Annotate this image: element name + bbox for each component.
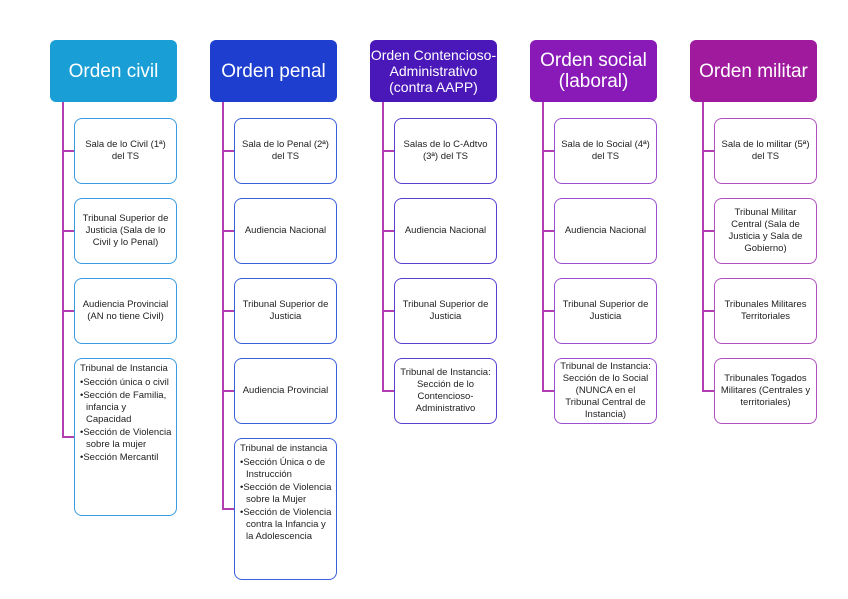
- connector-branch: [542, 230, 554, 232]
- court-label: Salas de lo C-Adtvo (3ª) del TS: [403, 139, 488, 162]
- court-title: Tribunal de instancia: [240, 443, 328, 454]
- connector-branch: [62, 150, 74, 152]
- connector-branch: [382, 230, 394, 232]
- header-militar: Orden militar: [690, 40, 817, 102]
- court-label: Tribunales Militares Territoriales: [724, 299, 807, 322]
- court-label: Audiencia Nacional: [244, 225, 327, 236]
- court-title: Tribunal de Instancia: [80, 363, 168, 374]
- court-box: Sala de lo Penal (2ª) del TS: [234, 118, 337, 184]
- connector-branch: [542, 310, 554, 312]
- header-penal: Orden penal: [210, 40, 337, 102]
- connector-branch: [702, 310, 714, 312]
- connector-branch: [542, 150, 554, 152]
- court-box: Audiencia Provincial: [234, 358, 337, 424]
- section-item: Sección de Violencia sobre la mujer: [80, 427, 172, 451]
- court-box: Tribunal Superior de Justicia (Sala de l…: [74, 198, 177, 264]
- connector-branch: [62, 310, 74, 312]
- section-item: Sección Única o de Instrucción: [240, 457, 332, 481]
- court-label: Tribunal Militar Central (Sala de Justic…: [728, 207, 803, 254]
- connector-branch: [702, 390, 714, 392]
- connector-trunk: [702, 102, 704, 392]
- connector-branch: [222, 150, 234, 152]
- connector-branch: [542, 390, 554, 392]
- connector-branch: [222, 508, 234, 510]
- court-box: Tribunales Militares Territoriales: [714, 278, 817, 344]
- connector-trunk: [542, 102, 544, 392]
- connector-branch: [702, 230, 714, 232]
- section-item: Sección Mercantil: [80, 452, 172, 464]
- court-label: Tribunal de Instancia: Sección de lo Con…: [400, 367, 491, 414]
- court-label: Tribunal de Instancia: Sección de lo Soc…: [560, 361, 651, 420]
- court-box: Sala de lo Social (4ª) del TS: [554, 118, 657, 184]
- connector-trunk: [62, 102, 64, 438]
- court-label: Tribunal Superior de Justicia: [242, 299, 329, 322]
- court-label: Tribunal Superior de Justicia: [402, 299, 489, 322]
- section-list: Sección Única o de InstrucciónSección de…: [240, 457, 332, 543]
- court-label: Audiencia Provincial (AN no tiene Civil): [82, 299, 169, 322]
- connector-branch: [382, 390, 394, 392]
- court-label: Tribunal Superior de Justicia (Sala de l…: [82, 213, 169, 248]
- court-box: Salas de lo C-Adtvo (3ª) del TS: [394, 118, 497, 184]
- court-label: Sala de lo Social (4ª) del TS: [561, 139, 650, 162]
- connector-branch: [382, 150, 394, 152]
- court-box: Audiencia Nacional: [234, 198, 337, 264]
- court-box: Tribunal de Instancia: Sección de lo Soc…: [554, 358, 657, 424]
- connector-branch: [62, 436, 74, 438]
- section-item: Sección de Violencia sobre la Mujer: [240, 482, 332, 506]
- court-box: Tribunal de instanciaSección Única o de …: [234, 438, 337, 580]
- court-box: Audiencia Nacional: [554, 198, 657, 264]
- court-label: Sala de lo Penal (2ª) del TS: [242, 139, 329, 162]
- section-item: Sección de Familia, infancia y Capacidad: [80, 390, 172, 426]
- court-box: Tribunales Togados Militares (Centrales …: [714, 358, 817, 424]
- header-civil: Orden civil: [50, 40, 177, 102]
- court-box: Tribunal Militar Central (Sala de Justic…: [714, 198, 817, 264]
- court-box: Audiencia Nacional: [394, 198, 497, 264]
- connector-trunk: [382, 102, 384, 392]
- court-label: Audiencia Nacional: [404, 225, 487, 236]
- court-label: Audiencia Provincial: [242, 385, 329, 396]
- court-box: Tribunal Superior de Justicia: [394, 278, 497, 344]
- connector-branch: [62, 230, 74, 232]
- court-box: Tribunal Superior de Justicia: [554, 278, 657, 344]
- court-box: Tribunal Superior de Justicia: [234, 278, 337, 344]
- connector-trunk: [222, 102, 224, 510]
- court-box: Sala de lo Civil (1ª) del TS: [74, 118, 177, 184]
- connector-branch: [382, 310, 394, 312]
- court-label: Tribunal Superior de Justicia: [562, 299, 649, 322]
- header-contencioso: Orden Contencioso-Administrativo (contra…: [370, 40, 497, 102]
- connector-branch: [222, 230, 234, 232]
- connector-branch: [222, 310, 234, 312]
- header-social: Orden social (laboral): [530, 40, 657, 102]
- court-box: Audiencia Provincial (AN no tiene Civil): [74, 278, 177, 344]
- column-social: Orden social (laboral) Sala de lo Social …: [530, 0, 670, 599]
- court-box: Tribunal de InstanciaSección única o civ…: [74, 358, 177, 516]
- section-item: Sección de Violencia contra la Infancia …: [240, 507, 332, 543]
- column-contencioso: Orden Contencioso-Administrativo (contra…: [370, 0, 510, 599]
- court-label: Audiencia Nacional: [564, 225, 647, 236]
- court-label: Sala de lo Civil (1ª) del TS: [85, 139, 166, 162]
- court-label: Tribunales Togados Militares (Centrales …: [720, 373, 811, 408]
- section-list: Sección única o civilSección de Familia,…: [80, 377, 172, 464]
- section-item: Sección única o civil: [80, 377, 172, 389]
- court-box: Tribunal de Instancia: Sección de lo Con…: [394, 358, 497, 424]
- court-label: Sala de lo militar (5ª) del TS: [721, 139, 810, 162]
- connector-branch: [702, 150, 714, 152]
- connector-branch: [222, 390, 234, 392]
- court-box: Sala de lo militar (5ª) del TS: [714, 118, 817, 184]
